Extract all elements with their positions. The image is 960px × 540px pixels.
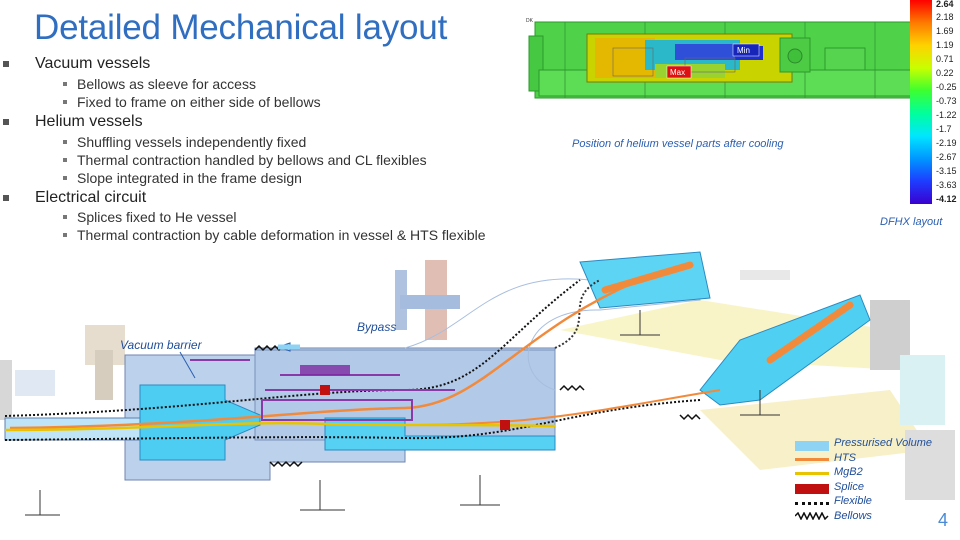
sub-bullet-marker <box>63 140 67 144</box>
sub-bullet: Shuffling vessels independently fixed <box>77 134 307 150</box>
sub-bullet: Splices fixed to He vessel <box>77 209 237 225</box>
sub-bullet: Thermal contraction by cable deformation… <box>77 227 486 243</box>
page-number: 4 <box>938 510 949 530</box>
scale-value: -2.67 <box>936 152 957 162</box>
vacuum-barrier-label: Vacuum barrier <box>120 338 202 352</box>
scale-value: 2.18 <box>936 12 954 22</box>
bullet-vacuum-vessels: Vacuum vessels <box>35 55 151 72</box>
bullet-marker <box>3 119 9 125</box>
legend: Pressurised Volume HTS MgB2 Splice Flexi… <box>793 436 933 526</box>
scale-value: 2.64 <box>936 0 954 9</box>
sub-bullet-marker <box>63 233 67 237</box>
sub-bullet: Slope integrated in the frame design <box>77 170 302 186</box>
sub-bullet: Fixed to frame on either side of bellows <box>77 94 321 110</box>
bullet-marker <box>3 195 9 201</box>
scale-value: 1.19 <box>936 40 954 50</box>
scale-value: -0.25 <box>936 82 957 92</box>
min-label: Min <box>737 46 750 55</box>
fea-caption: Position of helium vessel parts after co… <box>572 138 784 150</box>
scale-value: 1.69 <box>936 26 954 36</box>
legend-swatch-bellows <box>795 512 829 520</box>
legend-label: Bellows <box>834 510 872 522</box>
sub-bullet: Thermal contraction handled by bellows a… <box>77 152 427 168</box>
legend-label: Splice <box>834 481 864 493</box>
sub-bullet: Bellows as sleeve for access <box>77 76 256 92</box>
scale-value: -3.63 <box>936 180 957 190</box>
svg-text:DK: DK <box>526 18 534 24</box>
sub-bullet-marker <box>63 215 67 219</box>
scale-value: -3.15 <box>936 166 957 176</box>
scale-value: -1.7 <box>936 124 952 134</box>
bypass-label: Bypass <box>357 320 397 334</box>
scale-value: -1.22 <box>936 110 957 120</box>
scale-value: -0.73 <box>936 96 957 106</box>
legend-swatch-flexible <box>795 502 829 505</box>
bullet-electrical-circuit: Electrical circuit <box>35 189 147 206</box>
color-scale-bar <box>910 0 932 204</box>
dfhx-layout-label: DFHX layout <box>880 216 943 228</box>
legend-label: MgB2 <box>834 466 863 478</box>
legend-swatch-splice <box>795 484 829 494</box>
legend-swatch-hts <box>795 458 829 461</box>
sub-bullet-marker <box>63 82 67 86</box>
dfhx-layout-drawing <box>0 251 955 516</box>
legend-label: Pressurised Volume <box>834 437 933 449</box>
sub-bullet-marker <box>63 176 67 180</box>
legend-swatch-pressurised <box>795 441 829 451</box>
bullet-marker <box>3 61 9 67</box>
legend-swatch-mgb2 <box>795 472 829 475</box>
scale-value: -4.12 <box>936 194 957 204</box>
sub-bullet-marker <box>63 158 67 162</box>
fea-deformation-figure: DK Min Max <box>526 18 918 99</box>
scale-value: -2.19 <box>936 138 957 148</box>
slide-title: Detailed Mechanical layout <box>34 8 448 47</box>
legend-label: Flexible <box>834 495 872 507</box>
sub-bullet-marker <box>63 100 67 104</box>
legend-label: HTS <box>834 452 856 464</box>
scale-value: 0.71 <box>936 54 954 64</box>
bullet-helium-vessels: Helium vessels <box>35 113 143 130</box>
scale-value: 0.22 <box>936 68 954 78</box>
max-label: Max <box>670 68 685 77</box>
